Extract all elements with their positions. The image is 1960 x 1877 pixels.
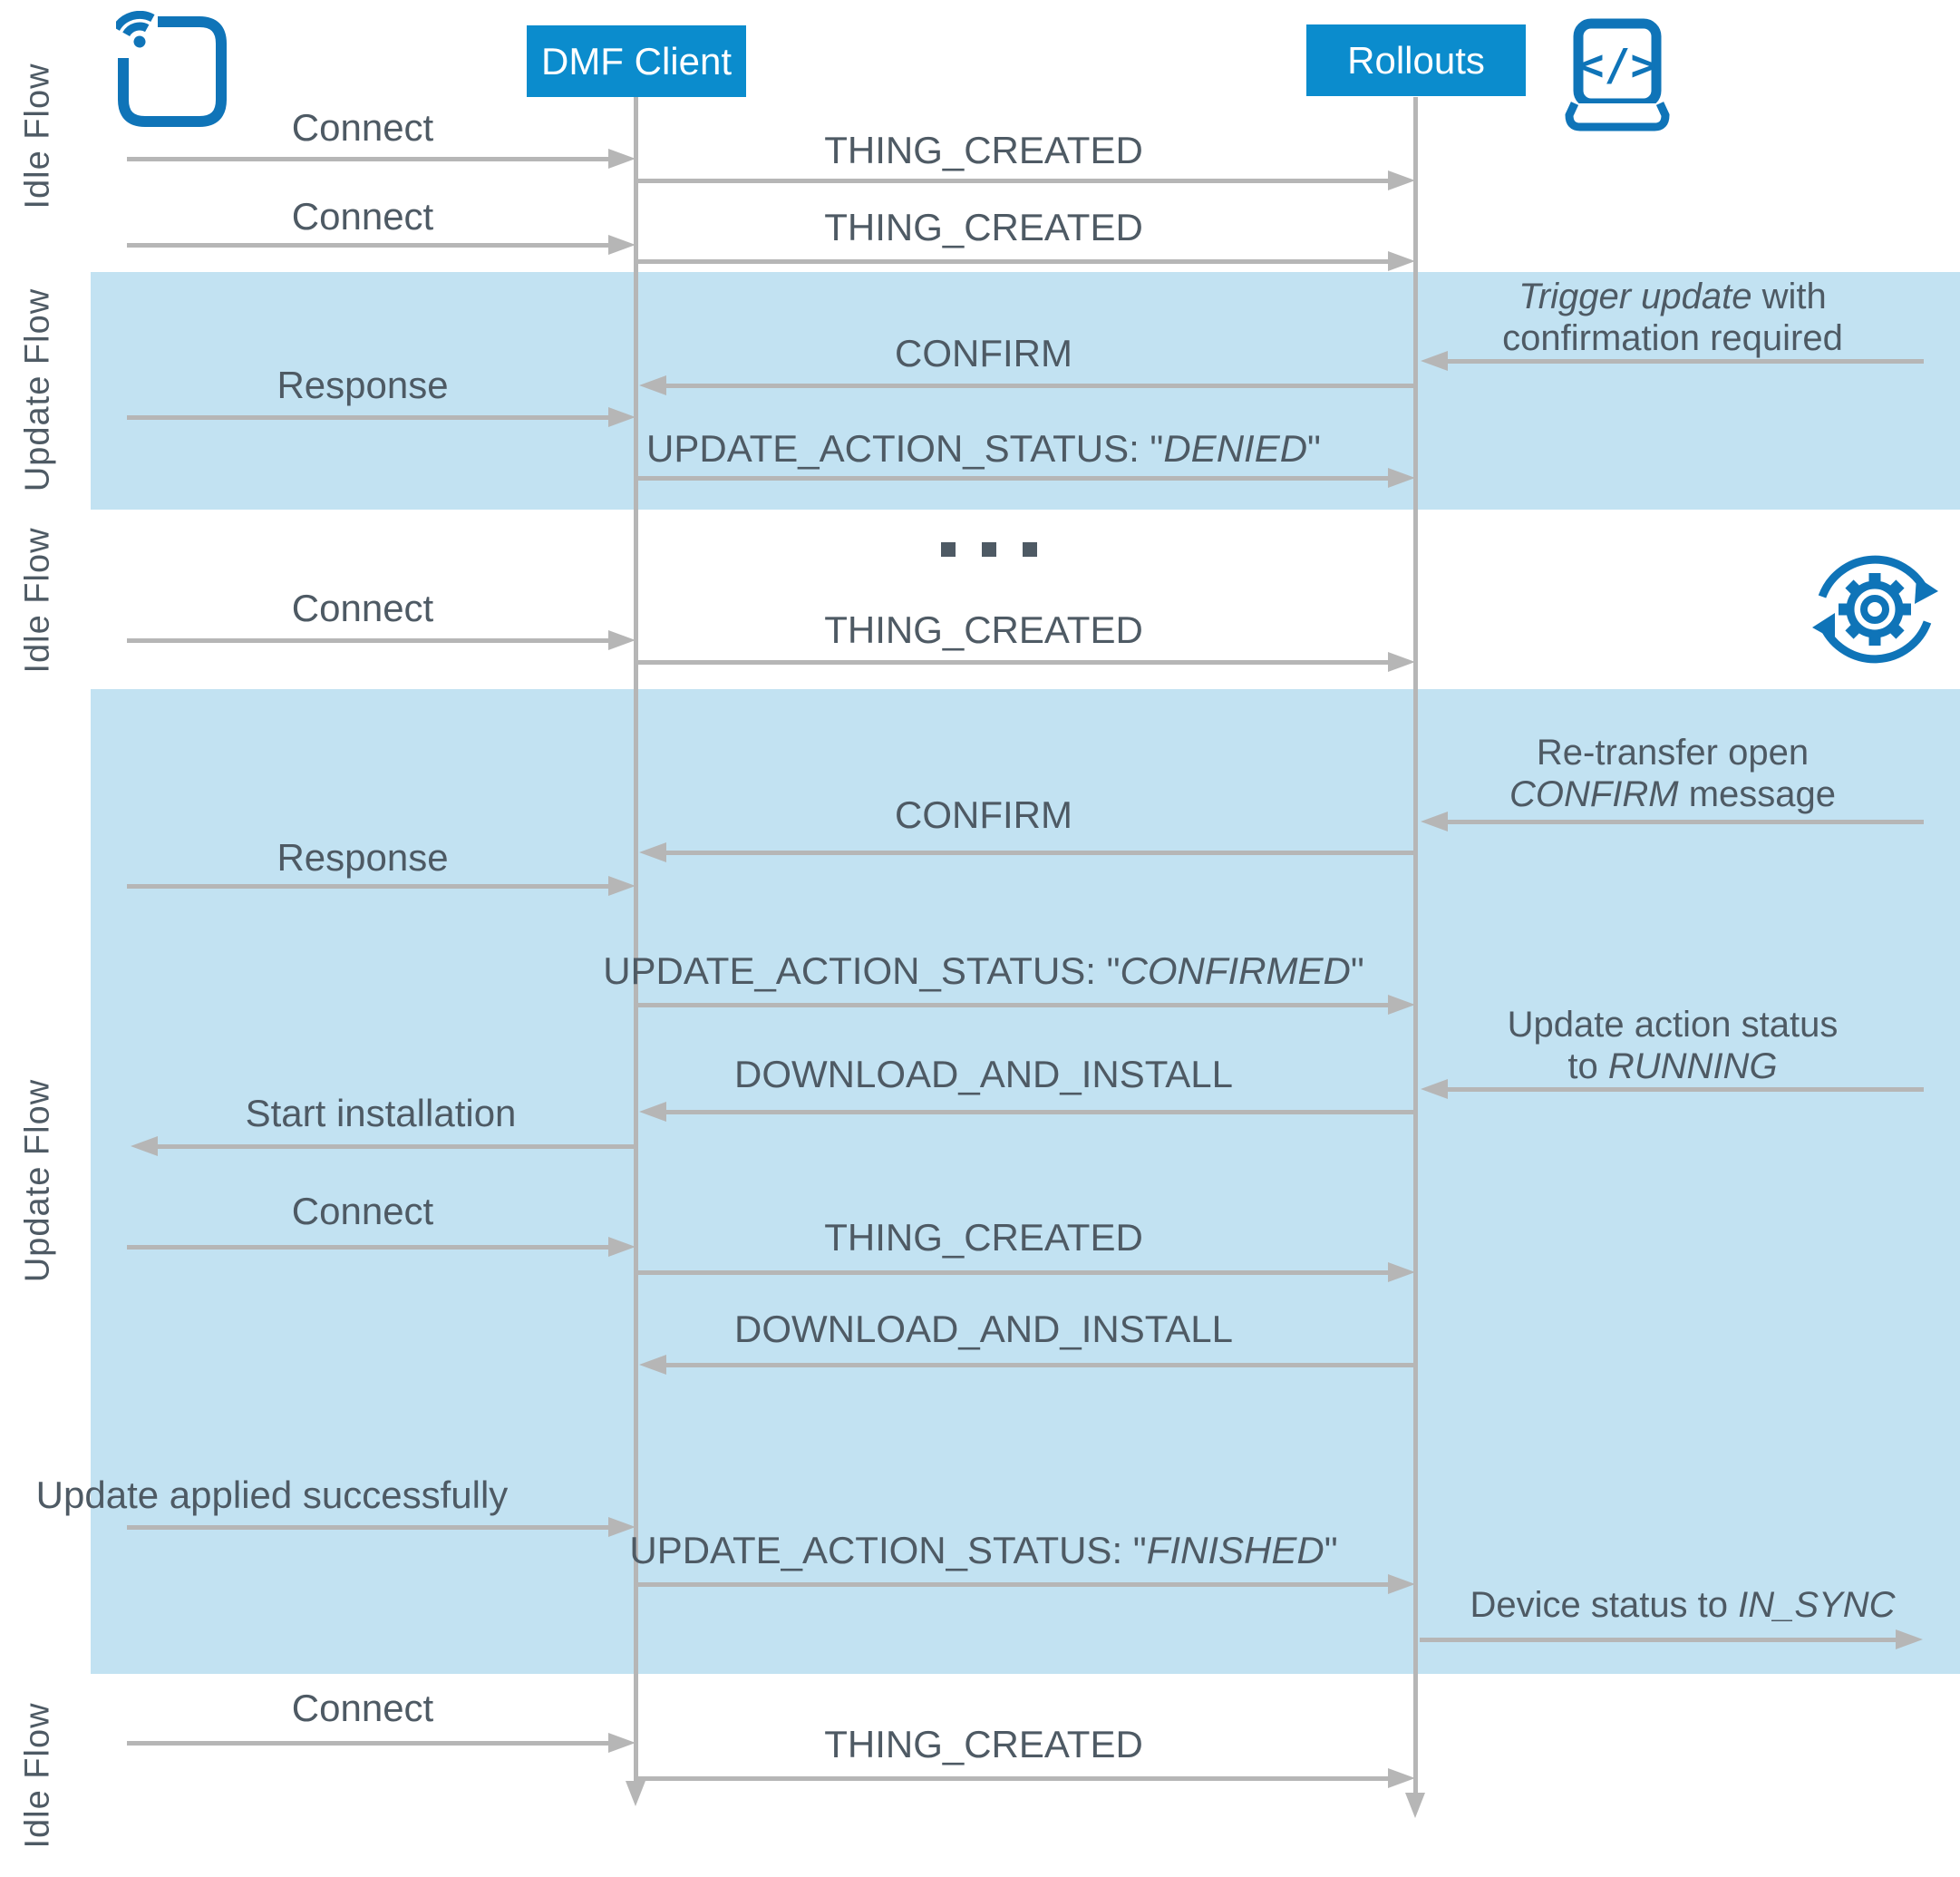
message-label-thing-created-3: THING_CREATED <box>824 608 1143 651</box>
actor-box-dmf-client: DMF Client <box>527 25 746 97</box>
note-retransfer-italic: CONFIRM <box>1509 774 1679 814</box>
gear-sync-icon <box>1812 555 1938 664</box>
message-arrow-thing-created-5 <box>638 1768 1415 1788</box>
update-flow-band-top <box>91 272 1960 510</box>
message-label-connect-2: Connect <box>291 195 434 238</box>
note-trigger-update-italic: Trigger update <box>1519 277 1752 316</box>
note-trigger-update: Trigger update with confirmation require… <box>1502 276 1843 359</box>
message-arrow-connect-3 <box>127 630 636 650</box>
uas-finished-value: FINISHED <box>1146 1529 1324 1571</box>
note-action-status-italic: RUNNING <box>1607 1046 1778 1086</box>
message-arrow-thing-created-1 <box>638 170 1415 190</box>
svg-text:</>: </> <box>1578 40 1657 91</box>
message-arrow-thing-created-2 <box>638 251 1415 271</box>
message-label-download-and-install-2: DOWNLOAD_AND_INSTALL <box>733 1308 1234 1350</box>
message-label-response-2: Response <box>277 836 449 879</box>
message-arrow-download-and-install-1 <box>639 1102 1416 1122</box>
uas-confirmed-value: CONFIRMED <box>1120 949 1351 992</box>
message-arrow-connect-1 <box>127 149 636 169</box>
message-arrow-thing-created-4 <box>638 1262 1415 1282</box>
message-arrow-response-1 <box>127 407 636 427</box>
message-arrow-connect-2 <box>127 235 636 255</box>
message-label-update-action-status-finished: UPDATE_ACTION_STATUS: "FINISHED" <box>629 1529 1337 1572</box>
message-arrow-response-2 <box>127 876 636 896</box>
note-update-action-status-running: Update action status to RUNNING <box>1508 1004 1839 1087</box>
message-label-connect-1: Connect <box>291 106 434 149</box>
message-arrow-connect-5 <box>127 1733 636 1753</box>
message-arrow-start-installation <box>131 1136 636 1156</box>
note-action-status-line2-prefix: to <box>1567 1046 1608 1086</box>
message-arrow-confirm-1 <box>639 375 1416 395</box>
note-action-status-line1: Update action status <box>1507 1005 1839 1045</box>
side-label-idle-flow-mid: Idle Flow <box>18 527 57 674</box>
message-label-response-1: Response <box>277 364 449 406</box>
note-device-status-in-sync: Device status to IN_SYNC <box>1470 1584 1895 1626</box>
uas-confirmed-quote: " <box>1350 949 1364 992</box>
note-trigger-update-line2: confirmation required <box>1502 318 1843 358</box>
note-arrow-retransfer-confirm <box>1421 812 1924 832</box>
side-label-idle-flow-top: Idle Flow <box>18 63 57 209</box>
iot-device-wifi-icon <box>116 11 227 127</box>
message-arrow-thing-created-3 <box>638 652 1415 672</box>
ellipsis-dot <box>982 542 996 557</box>
actor-box-rollouts: Rollouts <box>1306 24 1526 96</box>
message-label-connect-3: Connect <box>291 587 434 629</box>
message-label-thing-created-4: THING_CREATED <box>824 1216 1143 1259</box>
message-label-update-action-status-confirmed: UPDATE_ACTION_STATUS: "CONFIRMED" <box>603 949 1364 993</box>
message-arrow-update-action-status-finished <box>638 1574 1415 1594</box>
side-label-update-flow-top: Update Flow <box>18 287 57 492</box>
ellipsis-dot <box>1023 542 1037 557</box>
uas-denied-quote: " <box>1307 427 1321 470</box>
message-arrow-update-action-status-denied <box>638 468 1415 488</box>
message-label-thing-created-2: THING_CREATED <box>824 206 1143 248</box>
note-arrow-trigger-update <box>1421 351 1924 371</box>
note-device-status-prefix: Device status to <box>1470 1585 1739 1625</box>
ellipsis-dot <box>941 542 956 557</box>
message-label-start-installation: Start installation <box>245 1092 517 1134</box>
note-retransfer-line1: Re-transfer open <box>1536 733 1810 773</box>
message-arrow-update-action-status-confirmed <box>638 995 1415 1015</box>
note-retransfer-rest: message <box>1678 774 1837 814</box>
message-label-connect-5: Connect <box>291 1687 434 1729</box>
message-label-update-applied: Update applied successfully <box>35 1473 509 1516</box>
lifeline-rollouts <box>1405 97 1425 1818</box>
side-label-idle-flow-bottom: Idle Flow <box>18 1702 57 1849</box>
lifeline-dmf-client <box>626 96 645 1806</box>
note-device-status-italic: IN_SYNC <box>1738 1585 1896 1625</box>
message-label-connect-4: Connect <box>291 1190 434 1232</box>
message-label-download-and-install-1: DOWNLOAD_AND_INSTALL <box>733 1053 1234 1095</box>
message-arrow-update-applied <box>127 1517 636 1537</box>
message-label-thing-created-5: THING_CREATED <box>824 1723 1143 1765</box>
note-retransfer-confirm: Re-transfer open CONFIRM message <box>1509 732 1836 815</box>
uas-confirmed-prefix: UPDATE_ACTION_STATUS: " <box>603 949 1121 992</box>
uas-denied-value: DENIED <box>1163 427 1308 470</box>
note-arrow-update-action-status-running <box>1421 1079 1924 1099</box>
uas-finished-quote: " <box>1324 1529 1338 1571</box>
note-trigger-update-rest: with <box>1751 277 1827 316</box>
developer-laptop-code-icon: </> <box>1565 18 1670 131</box>
note-arrow-device-status-in-sync <box>1420 1629 1923 1649</box>
uas-finished-prefix: UPDATE_ACTION_STATUS: " <box>629 1529 1147 1571</box>
message-arrow-download-and-install-2 <box>639 1355 1416 1375</box>
uas-denied-prefix: UPDATE_ACTION_STATUS: " <box>646 427 1164 470</box>
message-label-confirm-1: CONFIRM <box>895 332 1072 374</box>
message-arrow-connect-4 <box>127 1237 636 1257</box>
message-label-thing-created-1: THING_CREATED <box>824 129 1143 171</box>
message-arrow-confirm-2 <box>639 842 1416 862</box>
message-label-update-action-status-denied: UPDATE_ACTION_STATUS: "DENIED" <box>646 427 1321 471</box>
side-label-update-flow-main: Update Flow <box>18 1078 57 1283</box>
message-label-confirm-2: CONFIRM <box>895 793 1072 836</box>
